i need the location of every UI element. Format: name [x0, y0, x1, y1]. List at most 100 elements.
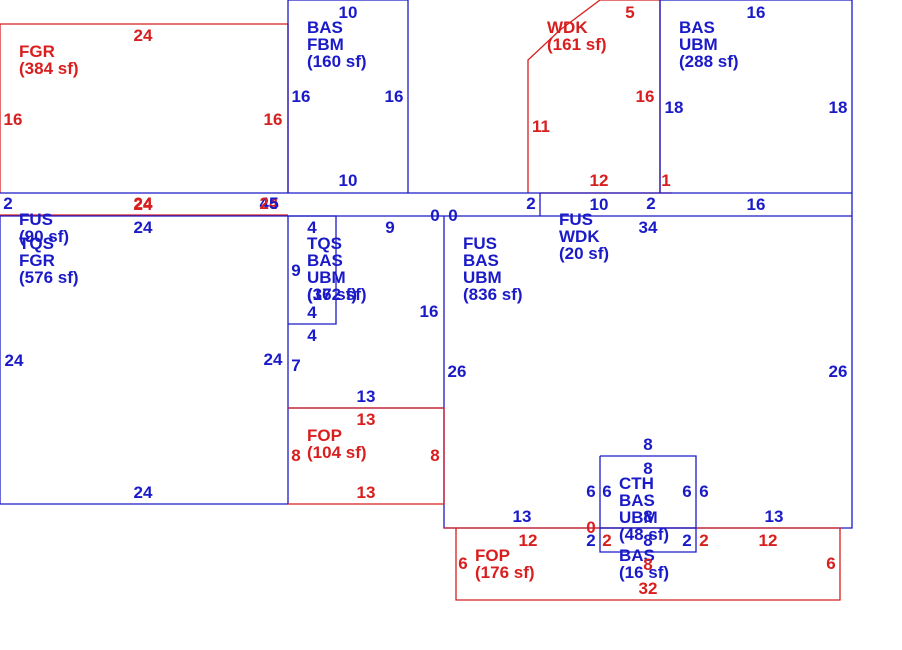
dimension-label-d46: 6	[586, 482, 595, 501]
dimension-label-d34: 7	[291, 356, 300, 375]
dimension-label-d19: 45	[260, 194, 279, 213]
dimension-label-d60: 2	[699, 531, 708, 550]
dimension-label-d1: 24	[134, 26, 153, 45]
dimension-label-d41: 8	[291, 446, 300, 465]
dimension-label-d21: 0	[448, 206, 457, 225]
sketch-outlines	[0, 0, 853, 601]
fgr-main-outline	[0, 216, 288, 505]
area-label-fus-wdk-line-2: (20 sf)	[559, 244, 609, 263]
dimension-label-d27: 24	[264, 350, 283, 369]
dimension-label-d2: 16	[4, 110, 23, 129]
dimension-label-d44: 8	[643, 435, 652, 454]
area-label-bas-16-line-0: BAS	[619, 546, 655, 565]
area-label-fus-bas-ubm-line-0: FUS	[463, 234, 497, 253]
dimension-label-d3: 16	[264, 110, 283, 129]
area-label-bas-fbm-line-1: FBM	[307, 35, 344, 54]
dimension-label-d58: 12	[759, 531, 778, 550]
dimension-label-d43: 13	[357, 483, 376, 502]
area-label-tqs-bas-ubm-a-line-1: BAS	[307, 251, 343, 270]
dimension-label-d62: 6	[826, 554, 835, 573]
fop176-outline	[444, 527, 841, 601]
area-label-wdk-top-line-0: WDK	[547, 18, 588, 37]
dimension-label-d35: 16	[420, 302, 439, 321]
dimension-label-d49: 6	[699, 482, 708, 501]
area-label-wdk-top-line-1: (161 sf)	[547, 35, 607, 54]
dimension-label-d67: 5	[269, 194, 278, 213]
dimension-label-d13: 1	[661, 171, 670, 190]
area-label-tqs-bas-ubm-a-line-3: (36 sf)	[307, 285, 357, 304]
dimension-label-d37: 34	[639, 218, 658, 237]
area-label-fus-bas-ubm-line-2: UBM	[463, 268, 502, 287]
area-label-fop-104-line-1: (104 sf)	[307, 443, 367, 462]
dimension-label-d7: 16	[385, 87, 404, 106]
dimension-label-d23: 10	[590, 195, 609, 214]
dimension-label-d30: 9	[385, 218, 394, 237]
bas-ubm-top-outline	[659, 0, 853, 216]
fbm-outline	[287, 0, 409, 193]
dimension-label-d32: 4	[307, 303, 317, 322]
dimension-label-d6: 16	[292, 87, 311, 106]
area-label-fus-bas-ubm-line-3: (836 sf)	[463, 285, 523, 304]
dimension-label-d64: 32	[639, 579, 658, 598]
area-label-cth-bas-ubm-line-2: UBM	[619, 508, 658, 527]
area-label-bas-fbm-line-0: BAS	[307, 18, 343, 37]
area-label-tqs-bas-ubm-a-line-2: UBM	[307, 268, 346, 287]
area-label-fop-176-line-0: FOP	[475, 546, 510, 565]
dimension-label-d33: 4	[307, 326, 317, 345]
tqs-small-box	[288, 215, 337, 325]
dimension-label-d26: 24	[5, 351, 24, 370]
dimension-label-d53: 13	[765, 507, 784, 526]
area-label-tqs-bas-ubm-b-line-3: (172 sf)	[307, 285, 367, 304]
dimension-label-d61: 6	[458, 554, 467, 573]
dimension-label-d59: 2	[602, 531, 611, 550]
dimension-label-d10: 16	[636, 87, 655, 106]
dimension-label-d42: 8	[430, 446, 439, 465]
dimension-label-d52: 13	[513, 507, 532, 526]
dimension-label-d38: 26	[448, 362, 467, 381]
dimension-label-d51: 8	[643, 531, 652, 550]
area-label-bas-ubm-top-line-1: UBM	[679, 35, 718, 54]
dimension-label-d47: 6	[602, 482, 611, 501]
dimension-label-d50: 8	[643, 507, 652, 526]
dimension-label-d17: 16	[747, 195, 766, 214]
area-label-fus-90-line-1: (90 sf)	[19, 227, 69, 246]
dimension-label-d9: 5	[625, 3, 634, 22]
dimension-label-d48: 6	[682, 482, 691, 501]
dimension-label-d28: 24	[134, 483, 153, 502]
dimension-label-d25: 24	[134, 218, 153, 237]
area-label-tqs-fgr-line-0: TQS	[19, 234, 54, 253]
dimension-label-d4: 24	[134, 195, 153, 214]
area-label-tqs-fgr-line-1: FGR	[19, 251, 55, 270]
dimension-label-d24: 2	[646, 194, 655, 213]
dimension-label-d11: 11	[532, 117, 550, 136]
dimension-label-d15: 18	[665, 98, 684, 117]
area-label-bas-ubm-top-line-2: (288 sf)	[679, 52, 739, 71]
dimension-label-d31: 9	[291, 261, 300, 280]
dimension-label-d54: 2	[586, 531, 595, 550]
dimension-label-d65: 24	[134, 194, 153, 213]
area-label-cth-bas-ubm-line-0: CTH	[619, 474, 654, 493]
dimension-label-d56: 0	[586, 518, 595, 537]
dimension-label-d36: 13	[357, 387, 376, 406]
dimension-label-d20: 0	[430, 206, 439, 225]
area-label-fop-104-line-0: FOP	[307, 426, 342, 445]
area-label-tqs-bas-ubm-a-line-0: TQS	[307, 234, 342, 253]
area-label-tqs-fgr-line-2: (576 sf)	[19, 268, 79, 287]
dimension-label-d45: 8	[643, 459, 652, 478]
area-label-bas-16-line-1: (16 sf)	[619, 563, 669, 582]
area-label-fus-90-line-0: FUS	[19, 210, 53, 229]
dimension-label-d18: 2	[3, 194, 12, 213]
dimension-label-d12: 12	[590, 171, 609, 190]
area-label-fus-wdk-line-0: FUS	[559, 210, 593, 229]
area-label-cth-bas-ubm-line-1: BAS	[619, 491, 655, 510]
area-label-fgr-top-line-1: (384 sf)	[19, 59, 79, 78]
dimension-label-d29: 4	[307, 218, 317, 237]
area-label-bas-ubm-top-line-0: BAS	[679, 18, 715, 37]
area-label-cth-bas-ubm-line-3: (48 sf)	[619, 525, 669, 544]
dimension-label-d14: 16	[747, 3, 766, 22]
dimension-label-d5: 10	[339, 3, 358, 22]
dimension-label-d57: 12	[519, 531, 538, 550]
dimension-label-d16: 18	[829, 98, 848, 117]
